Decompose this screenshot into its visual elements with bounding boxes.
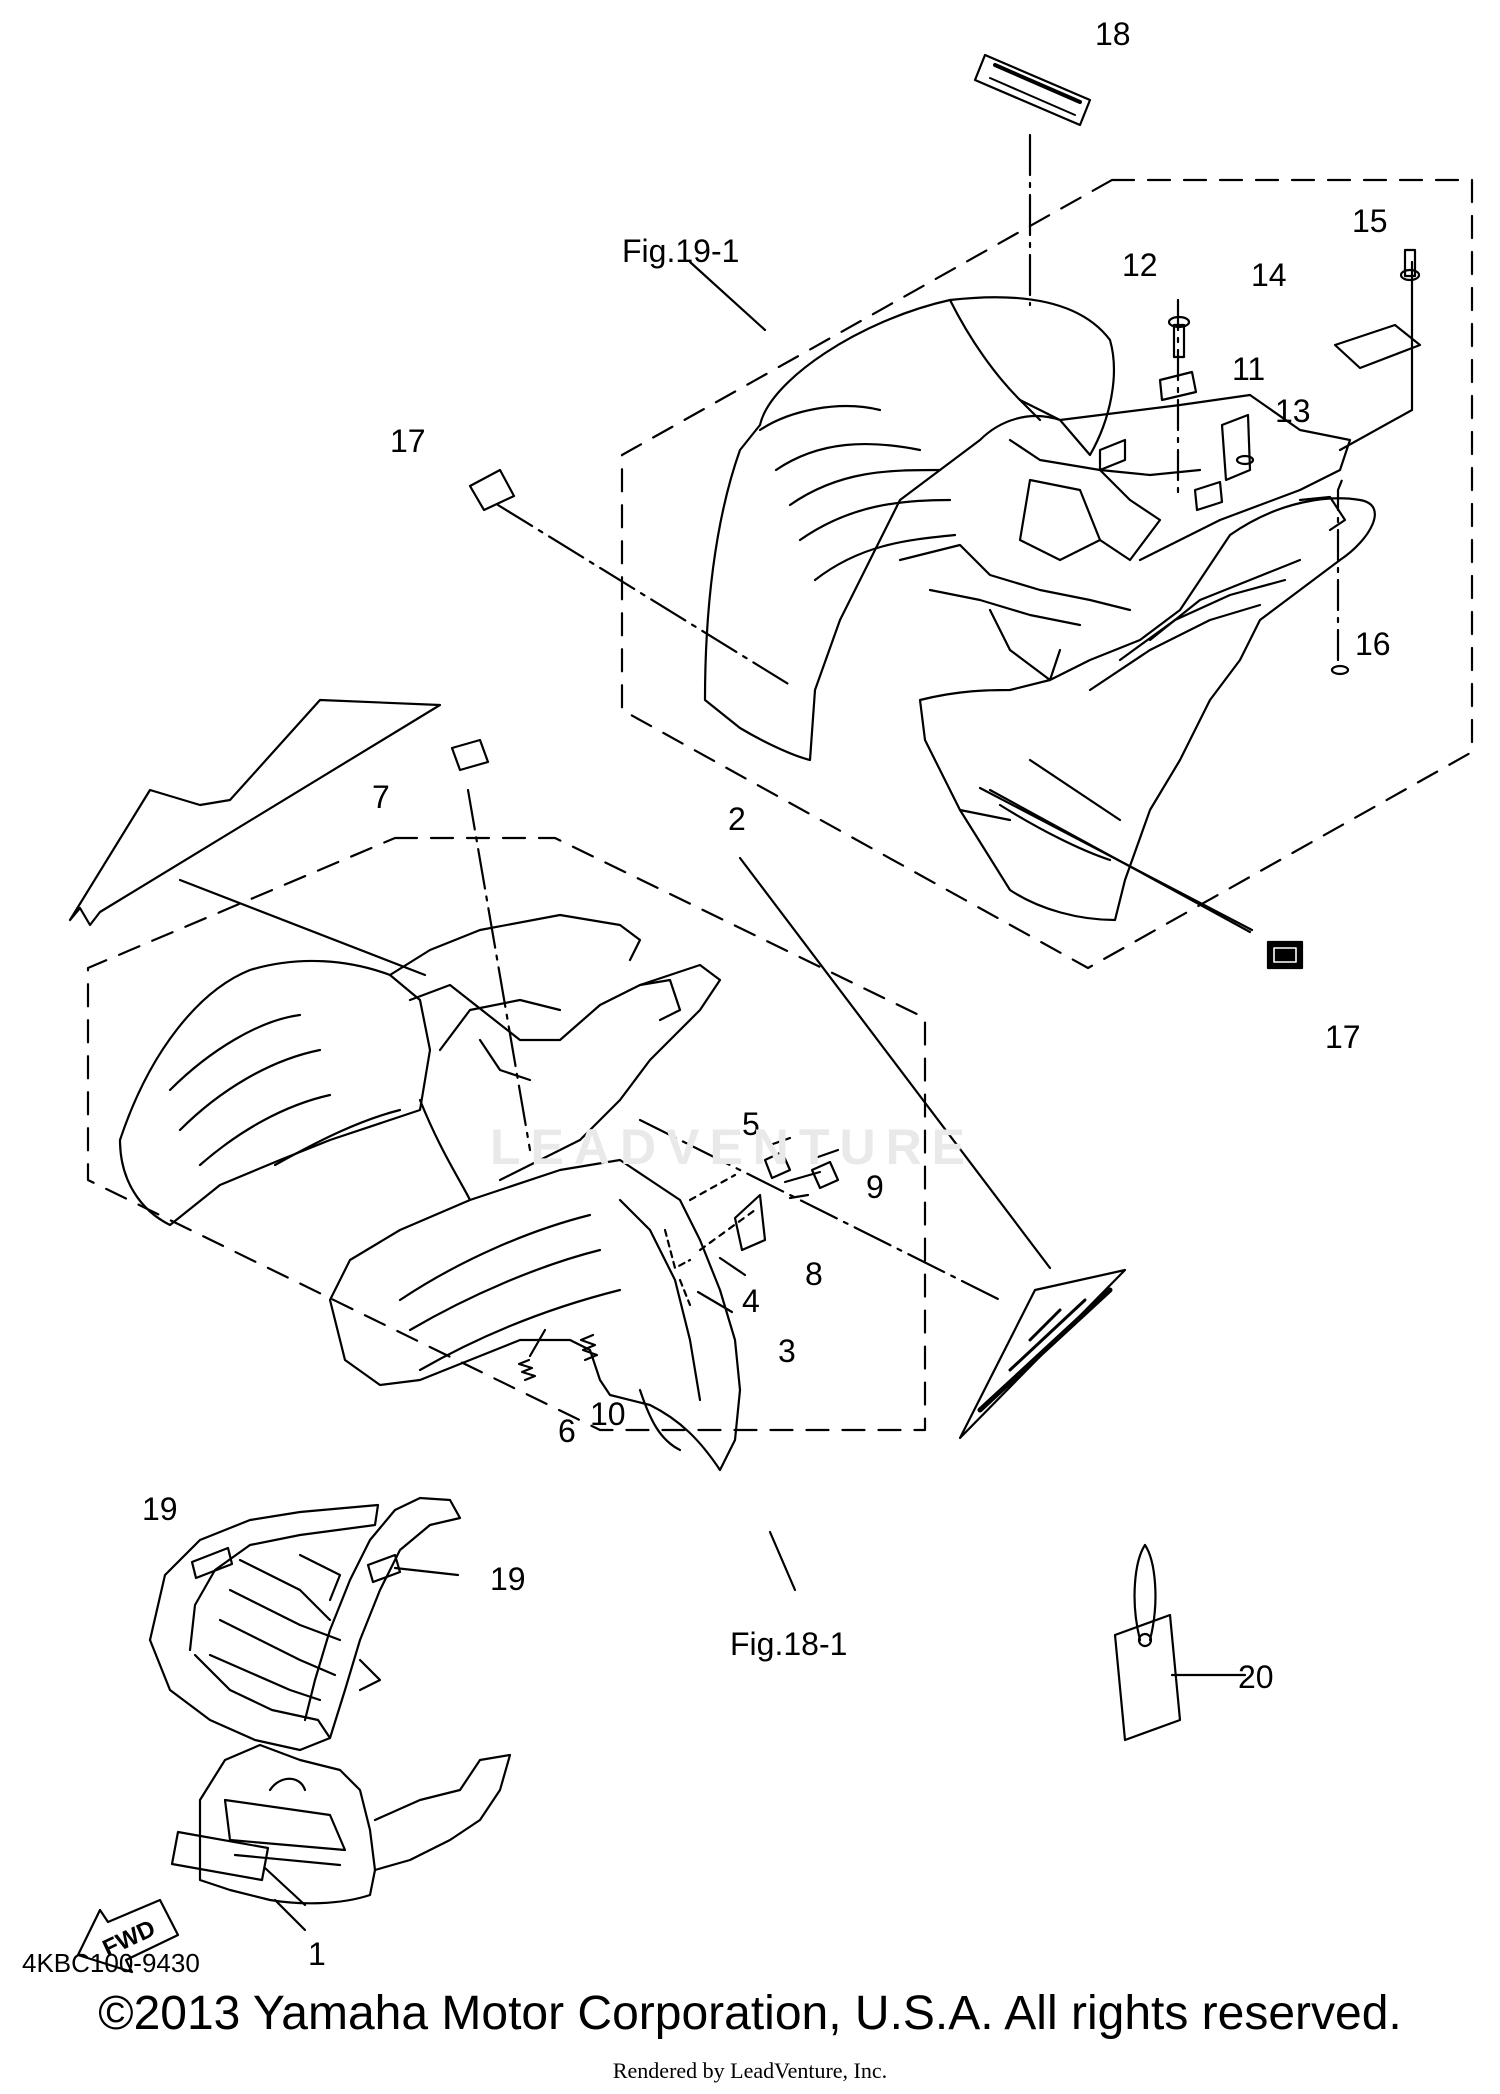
part-7-decal <box>450 738 490 772</box>
leader-fig19 <box>688 260 767 332</box>
callout-19-guard: 19 <box>490 1561 526 1597</box>
callout-labels: 18 12 14 15 11 13 16 17 17 7 2 5 9 8 4 3… <box>99 16 1391 1972</box>
part-3-bolt <box>678 1278 692 1307</box>
rear-fender-drawing <box>703 296 1376 922</box>
part-11 <box>1158 370 1198 402</box>
front-fender-drawing <box>118 913 742 1472</box>
front-fender-group-outline <box>86 836 927 1432</box>
callout-10: 10 <box>590 1396 626 1432</box>
callout-2: 2 <box>728 801 746 837</box>
callout-6: 6 <box>558 1413 576 1449</box>
part-13 <box>1235 454 1255 466</box>
front-side-decal <box>68 698 442 927</box>
callout-14: 14 <box>1251 257 1287 293</box>
callout-5: 5 <box>742 1106 760 1142</box>
part-12 <box>1167 315 1191 359</box>
fwd-arrow <box>76 1898 180 1974</box>
front-wolverine-decal <box>958 1268 1127 1440</box>
part-17-decal-emblem <box>1266 940 1304 970</box>
part-4-bolt <box>663 1228 692 1270</box>
part-10-spring <box>579 1333 599 1362</box>
callout-15: 15 <box>1352 203 1388 239</box>
callout-1: 1 <box>308 1936 326 1972</box>
part-16 <box>1330 664 1350 676</box>
callout-17-upper: 17 <box>390 423 426 459</box>
part-5-grommet <box>763 1136 792 1180</box>
leader-2 <box>738 856 1052 1270</box>
rendered-by-credit: Rendered by LeadVenture, Inc. <box>612 2058 888 2083</box>
part-19-decal-guard <box>366 1553 402 1584</box>
part-9-grommet <box>810 1148 840 1190</box>
watermark: LEADVENTURE <box>490 1119 976 1175</box>
callout-9: 9 <box>866 1169 884 1205</box>
part-1-decal <box>170 1830 270 1882</box>
callout-16: 16 <box>1355 626 1391 662</box>
callout-3: 3 <box>778 1333 796 1369</box>
copyright-notice: ©2013 Yamaha Motor Corporation, U.S.A. A… <box>98 1987 1402 2040</box>
part-8-plate <box>733 1193 767 1252</box>
leader-16 <box>1336 478 1344 662</box>
rear-fender-group-outline <box>620 178 1474 970</box>
part-18-wolverine-decal <box>973 53 1092 127</box>
callout-12: 12 <box>1122 247 1158 283</box>
callout-18: 18 <box>1095 16 1131 52</box>
callout-17-lower: 17 <box>1325 1019 1361 1055</box>
fig-ref-19-1[interactable]: Fig.19-1 <box>622 233 739 269</box>
diagram-part-code: 4KBC100-9430 <box>22 1948 200 1978</box>
fig-ref-18-1[interactable]: Fig.18-1 <box>730 1626 847 1662</box>
callout-4: 4 <box>742 1283 760 1319</box>
callout-8: 8 <box>805 1256 823 1292</box>
part-20-tag <box>1113 1543 1247 1742</box>
leader-17-upper <box>496 503 792 687</box>
leader-fig18 <box>768 1530 797 1592</box>
front-guard-drawing <box>148 1496 512 1905</box>
part-15 <box>1399 248 1421 282</box>
leader-decal-wolverine <box>638 1118 1002 1302</box>
leader-15 <box>1338 260 1414 452</box>
part-17-decal-upper <box>468 468 516 512</box>
callout-7: 7 <box>372 779 390 815</box>
callout-20: 20 <box>1238 1659 1274 1695</box>
part-6-spring <box>517 1328 547 1382</box>
leader-7 <box>466 788 532 1152</box>
callout-13: 13 <box>1275 393 1311 429</box>
callout-19-upper: 19 <box>142 1491 178 1527</box>
callout-11: 11 <box>1232 351 1265 387</box>
part-19-decal-upper <box>190 1546 234 1580</box>
part-14 <box>1333 323 1422 370</box>
